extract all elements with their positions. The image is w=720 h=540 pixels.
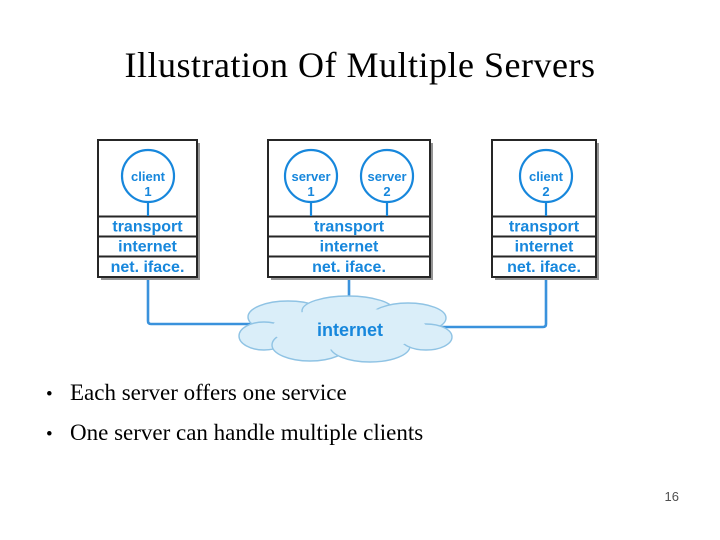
client1-circle-number: 1 (144, 184, 151, 199)
client2-connector-line (434, 277, 548, 329)
layer-label-net-iface: net. iface. (507, 259, 581, 276)
host-box-outline (97, 139, 198, 278)
client1-circle-label: client (131, 169, 166, 184)
layer-label-internet: internet (118, 239, 177, 256)
layer-label-transport: transport (314, 219, 385, 236)
layer-label-internet: internet (320, 239, 379, 256)
server1-circle-number: 1 (307, 184, 314, 199)
client2-circle (518, 148, 574, 204)
server2-circle-number: 2 (383, 184, 390, 199)
host-box-outline (267, 139, 431, 278)
layer-label-net-iface: net. iface. (111, 259, 185, 276)
bullet-text: Each server offers one service (70, 380, 347, 405)
server2-circle (359, 148, 415, 204)
layer-label-transport: transport (112, 219, 183, 236)
host-box-outline (491, 139, 597, 278)
internet-cloud-label: internet (317, 320, 383, 340)
bullet-text: One server can handle multiple clients (70, 420, 424, 445)
internet-cloud: internet (238, 295, 453, 363)
layer-label-net-iface: net. iface. (312, 259, 386, 276)
client2-host-box: client 2 transport internet net. iface. (491, 139, 599, 280)
client1-connector-line (146, 277, 272, 326)
servers-host-box: server 1 server 2 transport internet net… (267, 139, 433, 280)
bullet-item: • Each server offers one service (46, 380, 423, 420)
cloud-core (271, 308, 427, 350)
server1-circle-label: server (291, 169, 330, 184)
bullet-icon: • (46, 384, 53, 405)
layer-label-internet: internet (515, 239, 574, 256)
slide-title: Illustration Of Multiple Servers (124, 45, 596, 85)
layer-label-transport: transport (509, 219, 580, 236)
client2-circle-number: 2 (542, 184, 549, 199)
server1-circle (283, 148, 339, 204)
client1-host-box: client 1 transport internet net. iface. (97, 139, 200, 280)
bullet-item: • One server can handle multiple clients (46, 420, 423, 460)
client2-circle-label: client (529, 169, 564, 184)
server2-circle-label: server (367, 169, 406, 184)
bullet-icon: • (46, 424, 53, 445)
page-number: 16 (664, 489, 679, 504)
client1-circle (120, 148, 176, 204)
bullet-list: • Each server offers one service • One s… (46, 380, 423, 460)
